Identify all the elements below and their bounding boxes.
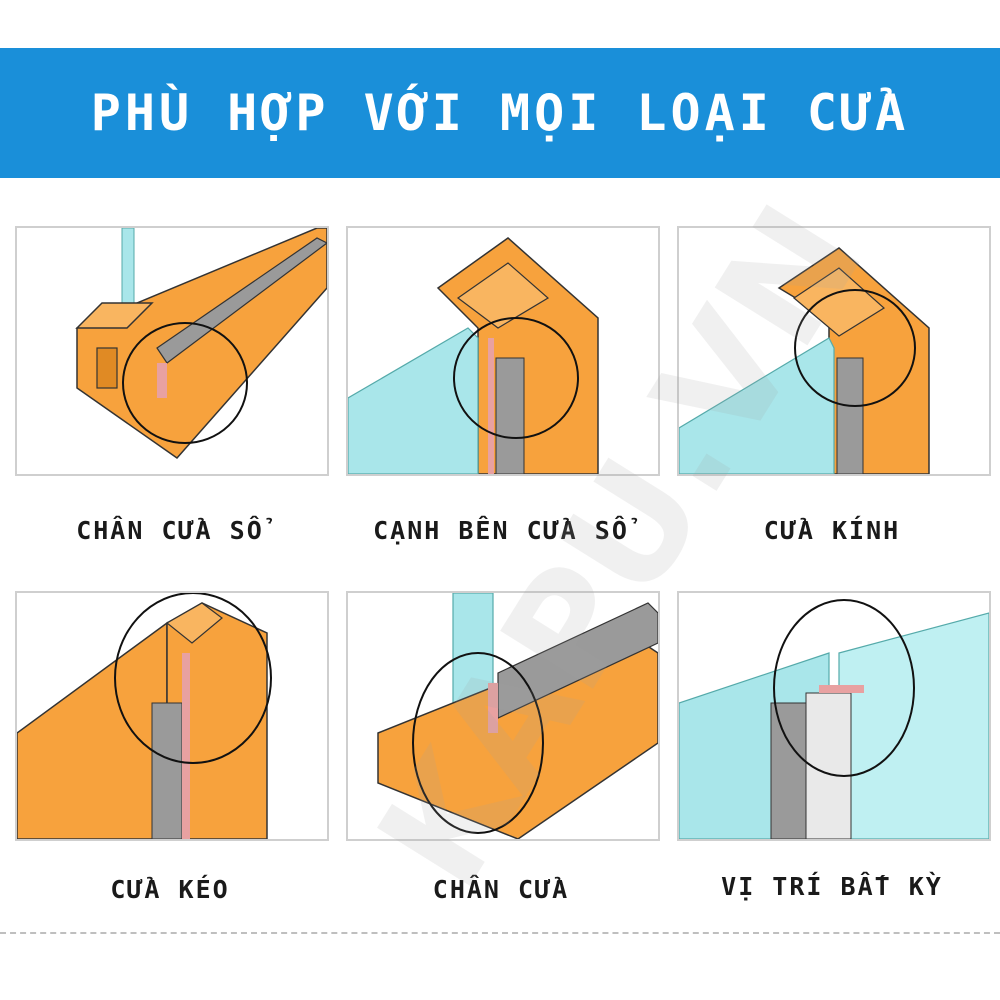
illustration-sliding-door	[15, 591, 329, 841]
illustration-glass-door	[677, 226, 991, 476]
illustration-any-position	[677, 591, 991, 841]
caption-sliding-door: CỬA KÉO	[110, 875, 230, 904]
caption-window-side: CẠNH BÊN CỬA SỔ	[373, 516, 629, 545]
dashed-divider	[0, 932, 1000, 934]
caption-door-bottom: CHÂN CỬA	[432, 875, 570, 904]
illustration-window-sill	[15, 226, 329, 476]
illustration-door-bottom	[346, 591, 660, 841]
caption-window-sill: CHÂN CỬA SỔ	[76, 516, 264, 545]
caption-glass-door: CỬA KÍNH	[763, 516, 901, 545]
caption-any-position: VỊ TRÍ BẤT KỲ	[721, 872, 943, 901]
header-banner: PHÙ HỢP VỚI MỌI LOẠI CỬA	[0, 48, 1000, 178]
banner-title: PHÙ HỢP VỚI MỌI LOẠI CỬA	[90, 84, 910, 142]
illustration-window-side	[346, 226, 660, 476]
